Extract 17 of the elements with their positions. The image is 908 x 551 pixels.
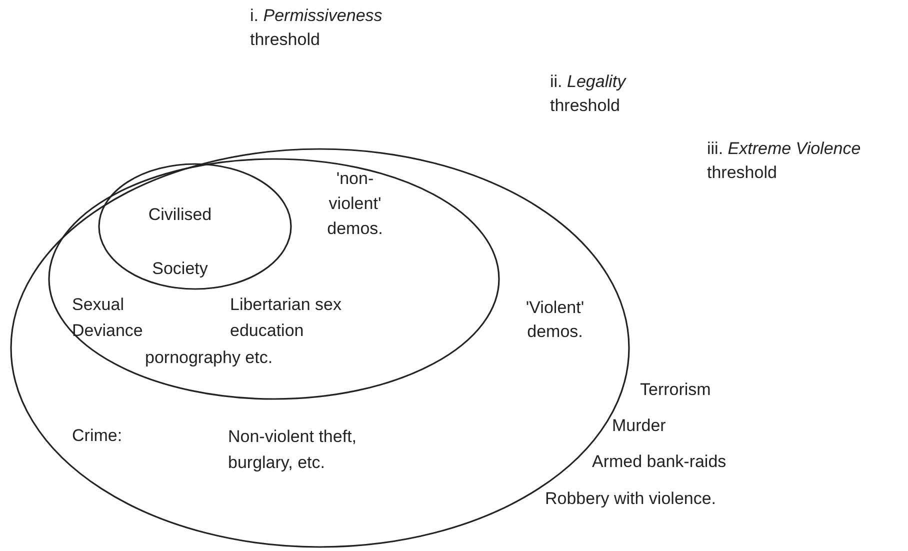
ellipse-region [48, 158, 500, 400]
region-label: 'non-violent' demos. [326, 168, 384, 240]
category-label: Terrorism [640, 379, 712, 401]
region-label: 'Violent' demos. [524, 297, 586, 343]
region-label: pornography etc. [145, 347, 274, 369]
threshold-label: iii. Extreme Violence threshold [707, 138, 862, 184]
region-label: Libertarian sex education [230, 294, 343, 342]
region-label: Crime: [72, 425, 124, 447]
category-label: Armed bank-raids [592, 451, 728, 473]
threshold-label: ii. Legality threshold [550, 71, 628, 117]
region-label: Sexual Deviance [72, 294, 144, 342]
region-label: Civilised Society [147, 204, 213, 280]
region-label: Non-violent theft, burglary, etc. [228, 426, 358, 474]
ellipse-region [98, 163, 292, 290]
category-label: Murder [612, 415, 667, 437]
category-label: Robbery with violence. [545, 488, 718, 510]
threshold-label: i. Permissiveness threshold [250, 5, 384, 51]
